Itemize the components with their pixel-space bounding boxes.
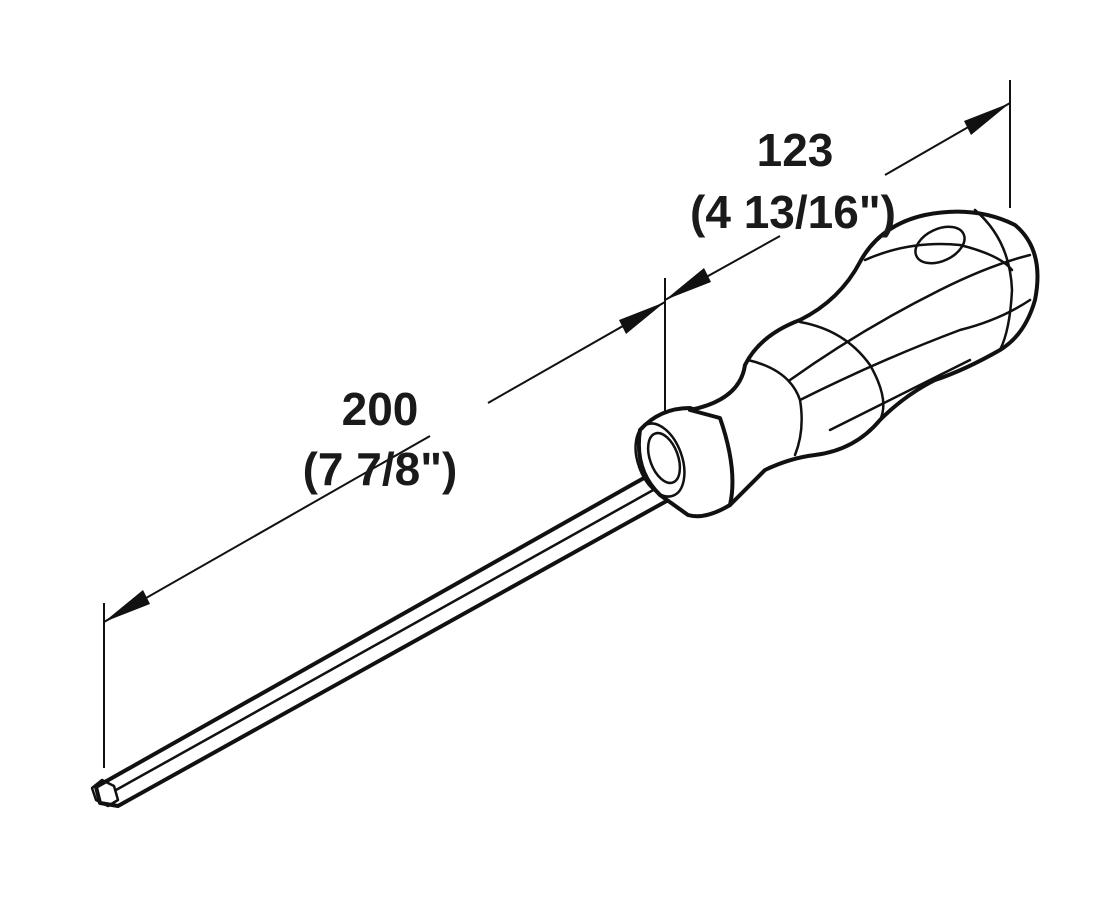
handle-length-metric: 123 (757, 124, 834, 176)
blade-length-metric: 200 (342, 383, 419, 435)
handle-body (688, 208, 1040, 507)
blade-dimension-line (103, 301, 666, 623)
hex-shaft (90, 463, 692, 808)
handle-length-label: 123 (4 13/16") (690, 124, 896, 238)
blade-length-label: 200 (7 7/8") (303, 383, 458, 495)
handle-length-imperial: (4 13/16") (690, 186, 896, 238)
blade-length-imperial: (7 7/8") (303, 443, 458, 495)
handle-dimension-line (664, 102, 1011, 301)
